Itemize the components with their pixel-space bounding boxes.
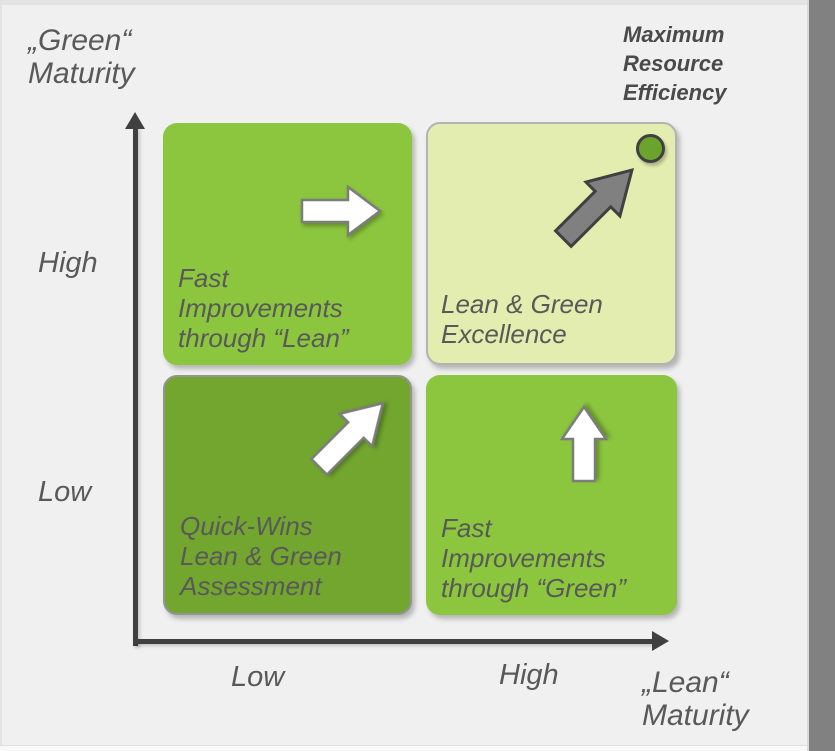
x-axis-title-line1: „Lean“ [642, 666, 729, 699]
quadrant-label: Lean & Green Excellence [441, 289, 603, 349]
goal-label-line2: Resource [623, 51, 724, 76]
x-axis-line [133, 639, 654, 644]
y-axis-title-line2: Maturity [28, 57, 135, 90]
x-axis-title-line2: Maturity [642, 699, 749, 732]
y-axis-title: „Green“ Maturity [28, 24, 135, 90]
goal-label-line1: Maximum [623, 22, 725, 47]
quadrant-label-line2: Improvements [441, 543, 606, 573]
up-arrow-icon [559, 404, 609, 483]
bottom-edge-strip [0, 745, 807, 751]
y-axis-line [133, 127, 138, 646]
quadrant-label: Fast Improvements through “Green” [441, 513, 626, 603]
quadrant-label-line2: Improvements [178, 293, 343, 323]
goal-label: Maximum Resource Efficiency [623, 20, 727, 107]
y-axis-high-label: High [38, 247, 98, 279]
x-axis-low-label: Low [231, 661, 285, 693]
quadrant-label-line1: Fast [178, 263, 229, 293]
quadrant-label: Fast Improvements through “Lean” [178, 263, 349, 353]
quadrant-lean-green-excellence: Lean & Green Excellence [426, 122, 677, 365]
x-axis-title: „Lean“ Maturity [642, 666, 749, 732]
goal-label-line3: Efficiency [623, 80, 727, 105]
quadrant-quick-wins-assessment: Quick-Wins Lean & Green Assessment [163, 375, 412, 615]
quadrant-label-line1: Fast [441, 513, 492, 543]
y-axis-title-line1: „Green“ [28, 24, 132, 57]
quadrant-fast-improvements-green: Fast Improvements through “Green” [426, 375, 677, 615]
right-scroll-gutter [807, 0, 835, 751]
quadrant-label-line3: through “Lean” [178, 323, 349, 353]
up-right-arrow-icon [553, 167, 635, 249]
up-right-arrow-icon [309, 401, 385, 477]
quadrant-label-line2: Excellence [441, 319, 567, 349]
right-arrow-icon [300, 184, 383, 238]
top-edge-strip [0, 0, 835, 5]
quadrant-label-line3: through “Green” [441, 573, 626, 603]
quadrant-fast-improvements-lean: Fast Improvements through “Lean” [163, 123, 412, 365]
quadrant-label-line1: Lean & Green [441, 289, 603, 319]
y-axis-low-label: Low [38, 476, 92, 508]
left-edge-strip [0, 0, 2, 751]
x-axis-high-label: High [499, 659, 559, 691]
quadrant-label-line1: Quick-Wins [180, 511, 313, 541]
quadrant-label: Quick-Wins Lean & Green Assessment [180, 511, 342, 601]
green-target-dot-icon [636, 134, 665, 163]
y-axis-arrowhead-icon [125, 112, 145, 129]
quadrant-label-line2: Lean & Green [180, 541, 342, 571]
x-axis-arrowhead-icon [652, 631, 669, 651]
quadrant-label-line3: Assessment [180, 571, 322, 601]
